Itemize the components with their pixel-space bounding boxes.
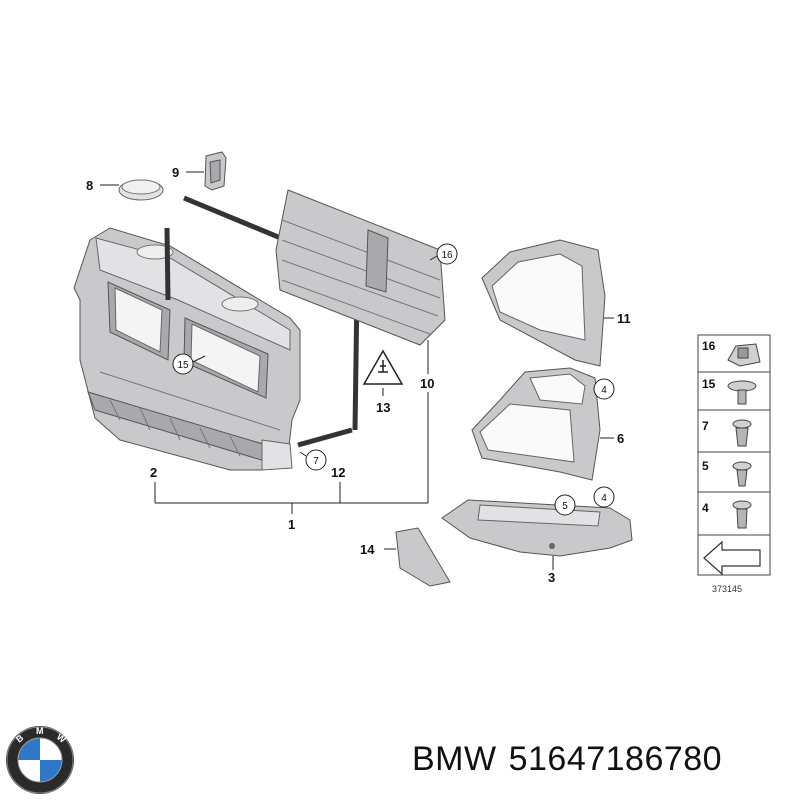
circle-7: 7	[313, 456, 319, 467]
footer-brand: BMW	[412, 740, 497, 778]
circle-16: 16	[441, 250, 453, 261]
plastic-rivet-icon	[732, 461, 752, 487]
assembly-leader-1	[154, 340, 429, 514]
legend-item-7: 7	[702, 419, 709, 433]
callout-13: 13	[376, 400, 390, 415]
part-3-bracket	[441, 499, 633, 557]
push-clip-icon	[732, 419, 752, 447]
part-11-air-duct-upper	[481, 239, 606, 367]
diagram-reference-number: 373145	[712, 584, 742, 594]
circle-5: 5	[562, 501, 568, 512]
circle-4-upper: 4	[601, 385, 607, 396]
callout-9: 9	[172, 165, 179, 180]
part-8-cap	[118, 179, 164, 201]
part-13-warning-label	[362, 349, 404, 385]
legend-item-16: 16	[702, 339, 716, 353]
callout-6: 6	[617, 431, 624, 446]
callout-14: 14	[360, 542, 375, 557]
footer-part-label: BMW 51647186780	[412, 740, 734, 779]
part-9-clip	[204, 151, 227, 191]
svg-text:B: B	[14, 732, 26, 744]
callout-10: 10	[420, 376, 434, 391]
bmw-logo: B M W	[6, 726, 74, 794]
svg-text:M: M	[36, 726, 44, 736]
part-14-bracket	[395, 527, 451, 587]
callout-8: 8	[86, 178, 93, 193]
part-6-air-duct-lower	[471, 367, 601, 481]
screw-icon	[732, 500, 752, 529]
expansion-rivet-icon	[727, 380, 757, 405]
callout-1: 1	[288, 517, 295, 532]
callout-12: 12	[331, 465, 345, 480]
callout-3: 3	[548, 570, 555, 585]
legend-item-15: 15	[702, 377, 716, 391]
clip-nut-icon	[727, 343, 761, 367]
legend-item-4: 4	[702, 501, 709, 515]
callout-11: 11	[617, 311, 631, 326]
part-10-air-shutter	[275, 189, 446, 346]
footer-part-number: 51647186780	[508, 740, 723, 778]
circle-15: 15	[177, 360, 189, 371]
part-2-front-carrier	[73, 227, 301, 471]
circle-4-lower: 4	[601, 493, 607, 504]
callout-2: 2	[150, 465, 157, 480]
legend-item-5: 5	[702, 459, 709, 473]
direction-arrow-icon	[703, 540, 761, 576]
fastener-legend: 16 15 7 5 4 373145	[697, 334, 771, 594]
